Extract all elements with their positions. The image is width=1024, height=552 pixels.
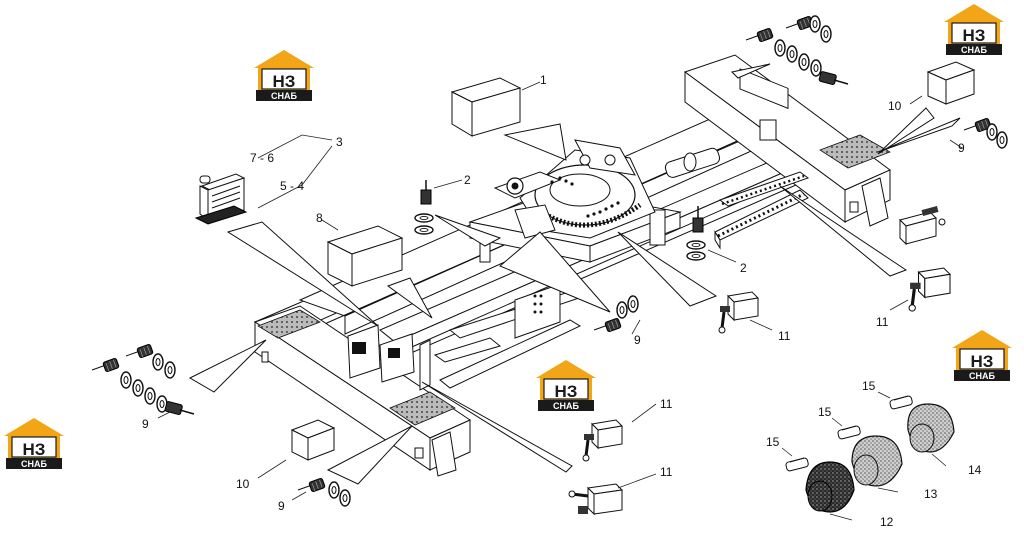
fuse-15-middle — [837, 425, 861, 440]
sensor-top-right — [899, 206, 946, 246]
callout-12: 12 — [880, 515, 894, 529]
cone-14 — [907, 403, 955, 453]
logo-word: СНАБ — [969, 371, 995, 381]
callout-1: 1 — [540, 73, 547, 87]
cone-13 — [851, 435, 903, 487]
logo-letters: НЗ — [971, 352, 994, 371]
control-box-10-left — [290, 419, 336, 461]
brand-logo: НЗ СНАБ — [951, 329, 1013, 382]
callout-labels: 1 2 2 3 7 - 6 5 - 4 8 9 9 9 9 10 10 11 1… — [142, 73, 982, 529]
callout-10-right: 10 — [888, 99, 902, 113]
callout-8: 8 — [316, 211, 323, 225]
callout-2-left: 2 — [464, 173, 471, 187]
logo-word: СНАБ — [271, 91, 297, 101]
callout-9-bottom: 9 — [278, 499, 285, 513]
brand-logo: НЗ СНАБ — [253, 49, 315, 102]
sensor-11-center — [717, 290, 760, 335]
logo-letters: НЗ — [23, 440, 46, 459]
callout-7-6: 7 - 6 — [250, 151, 274, 165]
fastener-cluster-top-right — [745, 15, 849, 86]
cone-12 — [805, 461, 855, 513]
callout-14: 14 — [968, 463, 982, 477]
brand-logo: НЗ СНАБ — [3, 417, 65, 470]
brand-logo: НЗ СНАБ — [535, 359, 597, 412]
callout-11-right: 11 — [876, 315, 889, 329]
fuse-15-bottom — [785, 457, 809, 472]
callout-11-lower-1: 11 — [660, 397, 673, 411]
control-box-10-right — [926, 61, 976, 105]
brand-logo: НЗ СНАБ — [943, 3, 1005, 56]
logo-letters: НЗ — [555, 382, 578, 401]
callout-15-middle: 15 — [818, 405, 832, 419]
callout-11-center: 11 — [778, 329, 791, 343]
fastener-cluster-left — [91, 343, 195, 416]
sensor-11-lower-2 — [568, 483, 624, 516]
logo-word: СНАБ — [553, 401, 579, 411]
leader-lines — [157, 63, 963, 521]
callout-11-lower-2: 11 — [660, 465, 673, 479]
logo-word: СНАБ — [21, 459, 47, 469]
bolt-set-2-left — [414, 180, 434, 235]
callout-15-top: 15 — [862, 379, 876, 393]
fastener-9-right — [963, 117, 1008, 149]
callout-9-left: 9 — [142, 417, 149, 431]
sensor-11-lower-1 — [581, 418, 624, 463]
callout-2-right: 2 — [740, 261, 747, 275]
fuse-15-top — [889, 395, 913, 410]
callout-9-center: 9 — [634, 333, 641, 347]
main-frame — [253, 54, 891, 477]
callout-5-4: 5 - 4 — [280, 179, 304, 193]
motor-housing — [194, 173, 248, 225]
logo-word: СНАБ — [961, 45, 987, 55]
sensor-11-right — [907, 266, 952, 313]
callout-10-left: 10 — [236, 477, 250, 491]
logo-letters: НЗ — [963, 26, 986, 45]
bolt-set-2-right — [686, 206, 706, 261]
callout-9-right: 9 — [958, 141, 965, 155]
callout-3: 3 — [336, 135, 343, 149]
callout-15-bottom: 15 — [766, 435, 780, 449]
control-box-8 — [326, 225, 404, 287]
logo-letters: НЗ — [273, 72, 296, 91]
callout-13: 13 — [924, 487, 938, 501]
control-box-1 — [450, 77, 522, 137]
turntable — [493, 139, 656, 239]
